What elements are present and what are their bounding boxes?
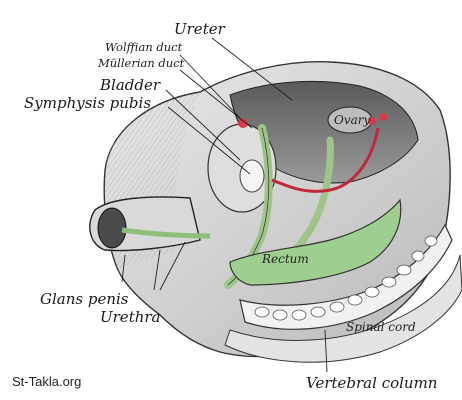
symphysis-pubis-shape: [239, 159, 265, 193]
vertebrae: [254, 235, 438, 321]
label-mullerian-duct: Müllerian duct: [98, 56, 185, 70]
rectum-shape: [229, 198, 402, 286]
label-vertebral-column: Vertebral column: [306, 374, 438, 392]
label-symphysis-pubis: Symphysis pubis: [24, 94, 152, 112]
urethra-shape: [121, 227, 211, 239]
ureter-shape: [271, 127, 380, 193]
red-spot: [368, 117, 376, 125]
label-ovary: Ovary: [334, 113, 371, 127]
vertebral-column-shape: [239, 223, 453, 330]
leader-lines: [121, 37, 328, 373]
watermark-text: St-Takla.org: [12, 374, 82, 389]
label-ureter: Ureter: [174, 20, 225, 38]
red-spot: [379, 113, 387, 121]
label-wolffian-duct: Wolffian duct: [105, 40, 183, 54]
label-urethra: Urethra: [100, 308, 161, 326]
label-glans-penis: Glans penis: [40, 290, 129, 308]
label-bladder: Bladder: [100, 76, 161, 94]
glans-opening-shape: [97, 207, 127, 249]
label-rectum: Rectum: [262, 252, 309, 266]
label-spinal-cord: Spinal cord: [346, 320, 416, 334]
red-spot: [238, 118, 248, 128]
